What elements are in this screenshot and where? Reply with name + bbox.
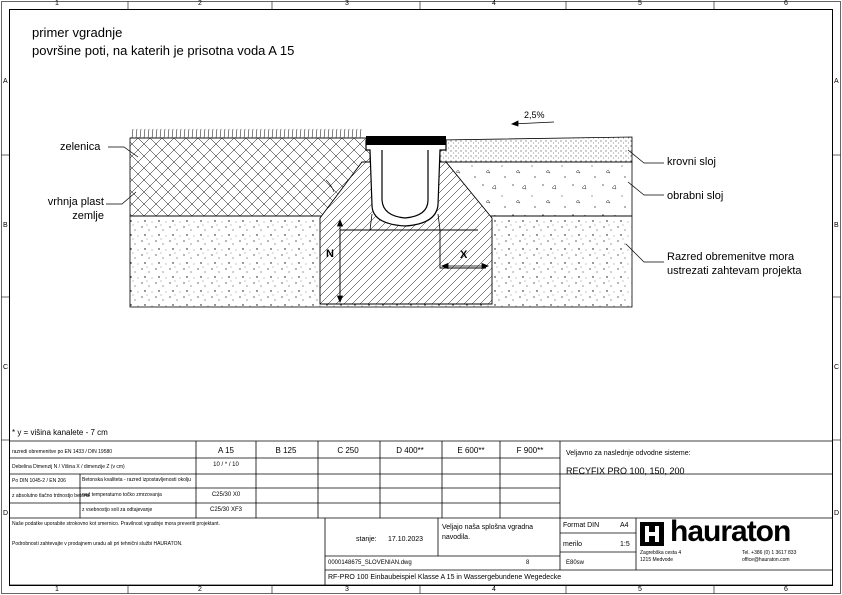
grid-col-5-bottom: 5 xyxy=(638,586,642,593)
format-value: A4 xyxy=(620,522,629,529)
grid-row-a-right: A xyxy=(834,78,839,85)
label-greenery: zelenica xyxy=(60,141,101,153)
grid-col-3: 3 xyxy=(345,0,349,7)
dimension-n: N xyxy=(326,248,334,260)
label-base-layer: obrabni sloj xyxy=(667,190,724,202)
dimension-x: X xyxy=(460,249,468,261)
disclaimer-2: Podrobnosti zahtevajte v prodajnem uradu… xyxy=(12,541,183,547)
systems: RECYFIX PRO 100, 150, 200 xyxy=(566,466,685,476)
grid-row-d: D xyxy=(3,510,9,517)
format-label: Format DIN xyxy=(563,522,600,529)
row3-label: nad temperaturno točko zmrzovanja xyxy=(82,492,162,498)
label-surface-layer: krovni sloj xyxy=(667,156,716,168)
grid-col-5: 5 xyxy=(638,0,642,7)
grid-col-1-bottom: 1 xyxy=(55,586,59,593)
sheet-code: E80sw xyxy=(566,560,585,566)
title-line-2: površine poti, na katerih je prisotna vo… xyxy=(32,43,295,58)
grid-col-2: 2 xyxy=(198,0,202,7)
class-b125: B 125 xyxy=(275,446,297,455)
grid-row-a: A xyxy=(3,78,8,85)
grid-row-c-right: C xyxy=(834,364,840,371)
class-e600: E 600** xyxy=(457,446,485,455)
footnote: * y = višina kanalete - 7 cm xyxy=(12,428,108,437)
label-topsoil-1: vrhnja plast xyxy=(47,196,104,208)
row4-label: z vsebnostjo soli za odtajevanje xyxy=(82,507,153,513)
grid-row-c: C xyxy=(3,364,9,371)
grid-col-6-bottom: 6 xyxy=(784,586,788,593)
label-load-class-1: Razred obremenitve mora xyxy=(667,251,795,263)
company-logo: hauraton xyxy=(670,515,791,548)
grid-col-2-bottom: 2 xyxy=(198,586,202,593)
grid-row-b: B xyxy=(3,222,8,229)
valid-for: Veljavno za naslednje odvodne sisteme: xyxy=(566,450,691,457)
row4-value: C25/30 XF3 xyxy=(209,507,243,513)
status-date: 17.10.2023 xyxy=(388,536,424,543)
standard-label: razredi obremenitve po EN 1433 / DIN 195… xyxy=(12,449,113,455)
class-f900: F 900** xyxy=(516,446,544,455)
phone: Tel. +386 (0) 1 3617 833 xyxy=(742,550,797,556)
title-line-1: primer vgradnje xyxy=(32,25,123,40)
footer-title: RF-PRO 100 Einbaubeispiel Klasse A 15 in… xyxy=(328,574,562,581)
row1-value: 10 / * / 10 xyxy=(213,462,239,468)
row3-value: C25/30 X0 xyxy=(211,492,241,498)
grid-col-4: 4 xyxy=(492,0,496,7)
label-slope: 2,5% xyxy=(524,110,545,120)
email: office@hauraton.com xyxy=(742,557,790,563)
install-note: Veljajo naša splošna vgradna navodila. xyxy=(442,524,534,541)
drawing-number: 0000148675_SLOVENIAN.dwg xyxy=(328,560,412,566)
row3b-label: z absolutno tlačno trdnostjo betona xyxy=(12,493,90,499)
disclaimer-1: Naše podatke uporabite strokovno kot sme… xyxy=(12,521,220,527)
scale-label: merilo xyxy=(563,541,583,548)
grid-row-b-right: B xyxy=(834,222,839,229)
hauraton-logo-mark xyxy=(640,522,664,546)
grid-col-6: 6 xyxy=(784,0,788,7)
label-load-class-2: ustrezati zahtevam projekta xyxy=(667,265,802,277)
scale-value: 1:5 xyxy=(620,541,630,548)
grid-row-d-right: D xyxy=(834,510,840,517)
grid-col-3-bottom: 3 xyxy=(345,586,349,593)
address-2: 1215 Medvode xyxy=(640,557,674,563)
status-label: stanje: xyxy=(356,536,377,543)
address-1: Zagrebška cesta 4 xyxy=(640,550,682,556)
class-a15: A 15 xyxy=(217,446,234,455)
class-d400: D 400** xyxy=(396,446,424,455)
grid-col-1: 1 xyxy=(55,0,59,7)
row3a-label: Po DIN 1045-2 / EN 206 xyxy=(12,478,66,484)
label-topsoil-2: zemlje xyxy=(72,210,104,222)
revision: 8 xyxy=(526,560,530,566)
row1-label: Debelina Dimenzij N / Višina X / dimenzi… xyxy=(12,464,125,470)
grid-col-4-bottom: 4 xyxy=(492,586,496,593)
class-c250: C 250 xyxy=(337,446,359,455)
row2-label: Betonska kvaliteta - razred izpostavljen… xyxy=(82,477,191,483)
